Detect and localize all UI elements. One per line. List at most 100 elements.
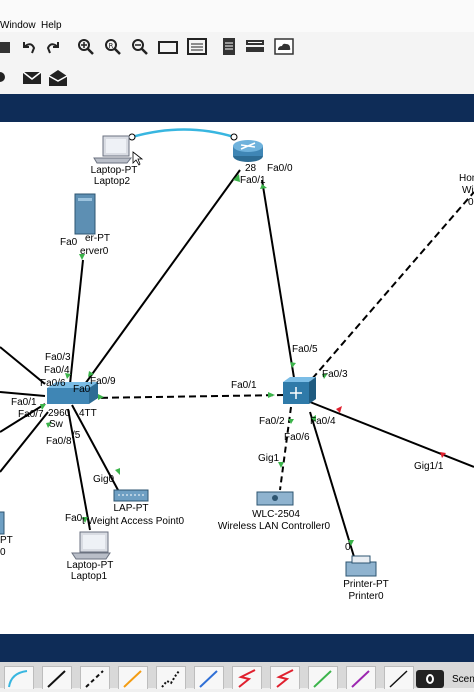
ap-name-label: t Weight Access Point0: [82, 516, 185, 527]
switch-port-fa03: Fa0/3: [45, 352, 71, 363]
crossover-cable-icon: [85, 670, 104, 688]
rectangle-icon[interactable]: [158, 37, 178, 57]
wlc-icon: [256, 491, 294, 506]
console-cable-icon: [8, 670, 28, 688]
straight-cable-button[interactable]: [42, 666, 72, 689]
iot-cable-button[interactable]: [346, 666, 376, 689]
link-down-indicator: [336, 406, 342, 413]
link-up-indicator: [46, 422, 52, 428]
crossover-cable-button[interactable]: [80, 666, 110, 689]
home-router-label-1: Hon: [459, 173, 474, 184]
link-up-indicator: [40, 404, 46, 410]
switch-multilayer-link: [89, 394, 286, 399]
printer-port-label: 0: [345, 542, 351, 553]
palette-icon[interactable]: [187, 37, 207, 57]
serial-dte-cable-button[interactable]: [270, 666, 300, 689]
router-switch-link: [84, 169, 241, 385]
laptop2-type-label: Laptop-PT: [90, 165, 138, 176]
link-up-indicator: [115, 468, 120, 475]
multilayer-switch-icon: [283, 377, 316, 404]
coaxial-cable-button[interactable]: [194, 666, 224, 689]
link-up-indicator: [82, 517, 88, 523]
workspace-top-bar: [0, 94, 474, 122]
wlc-model-label: WLC-2504: [252, 509, 300, 520]
octal-cable-icon: [313, 670, 332, 688]
wlc-name-label: Wireless LAN Controller0: [217, 521, 331, 532]
left-pc-icon: [0, 511, 5, 535]
router-multilayer-link: [261, 179, 296, 385]
switch-port-fa04: Fa0/4: [44, 365, 70, 376]
notes-icon[interactable]: [219, 37, 239, 57]
printer-name-label: Printer0: [348, 591, 384, 602]
link-up-indicator: [79, 254, 85, 260]
logical-workspace[interactable]: Laptop-PT Laptop2 28 Fa0/0 Fa0/1 Fa0 er-…: [0, 122, 474, 634]
switch-left-link-4: [0, 411, 49, 473]
home-router-label-3: 0: [468, 197, 474, 208]
pdu-simple-icon[interactable]: [22, 68, 42, 88]
mls-port-fa03: Fa0/3: [322, 369, 348, 380]
serial-dte-icon: [276, 669, 294, 688]
link-endpoint: [128, 133, 136, 141]
secondary-toolbar: [0, 62, 474, 94]
laptop2-icon: [93, 135, 133, 164]
octal-cable-button[interactable]: [308, 666, 338, 689]
fiber-cable-icon: [123, 670, 142, 688]
pdu-complex-icon[interactable]: [48, 68, 68, 88]
scenario-label: Scen: [452, 674, 474, 685]
scenario-toggle-button[interactable]: [416, 670, 444, 688]
switch-laptop1-link: [67, 408, 91, 531]
zoom-reset-icon[interactable]: R: [103, 37, 123, 57]
undo-icon[interactable]: [18, 37, 38, 57]
server-name-label: erver0: [80, 246, 109, 257]
zoom-in-icon[interactable]: [76, 37, 96, 57]
ap-port-fa0: Fa0: [65, 513, 83, 524]
link-up-indicator: [290, 362, 296, 368]
link-up-indicator: [88, 371, 94, 377]
network-info-icon[interactable]: [245, 37, 265, 57]
mls-port-fa05: Fa0/5: [292, 344, 318, 355]
coaxial-cable-icon: [199, 670, 218, 688]
switch-port-fa06: Fa0/6: [40, 378, 66, 389]
switch-2960-icon: [47, 382, 98, 404]
access-point-icon: [113, 489, 149, 502]
console-link: [131, 128, 235, 139]
switch-model-suffix: 4TT: [79, 408, 97, 419]
switch-port-fa07: Fa0/7: [18, 409, 44, 420]
menu-window[interactable]: Window: [0, 20, 36, 31]
switch-port-fa09: Fa0/9: [90, 376, 116, 387]
router-label: 28: [245, 163, 257, 174]
ap-type-label: LAP-PT: [113, 503, 149, 514]
link-up-indicator: [322, 373, 328, 379]
switch-left-link-2: [0, 391, 46, 397]
link-endpoint: [230, 133, 238, 141]
usb-cable-button[interactable]: [384, 666, 414, 689]
usb-cable-icon: [389, 670, 408, 688]
left-pc-label-2: 0: [0, 547, 6, 558]
mls-port-fa06: Fa0/6: [284, 432, 310, 443]
server-port-label: Fa0: [60, 237, 78, 248]
multilayer-home-link: [304, 191, 474, 388]
cloud-icon[interactable]: [274, 37, 294, 57]
zoom-out-icon[interactable]: [130, 37, 150, 57]
switch-port-5: /5: [72, 430, 81, 441]
fiber-cable-button[interactable]: [118, 666, 148, 689]
console-cable-button[interactable]: [4, 666, 34, 689]
serial-dce-cable-button[interactable]: [232, 666, 262, 689]
server-switch-link: [69, 259, 84, 385]
serial-dce-icon: [238, 669, 256, 688]
link-up-indicator: [268, 392, 275, 398]
multilayer-gig-link: [309, 401, 474, 468]
phone-cable-button[interactable]: [156, 666, 186, 689]
server-type-label: er-PT: [85, 233, 110, 244]
open-icon[interactable]: [0, 37, 14, 57]
switch-port-fa0: Fa0: [73, 384, 91, 395]
laptop1-icon: [71, 531, 111, 560]
switch-ap-link: [71, 404, 119, 491]
redo-icon[interactable]: [44, 37, 64, 57]
straight-cable-icon: [47, 670, 66, 688]
menu-help[interactable]: Help: [41, 20, 62, 31]
switch-port-fa01: Fa0/1: [11, 397, 37, 408]
inspect-icon[interactable]: [0, 68, 12, 88]
link-up-indicator: [260, 184, 267, 189]
switch-left-link-3: [0, 403, 46, 433]
